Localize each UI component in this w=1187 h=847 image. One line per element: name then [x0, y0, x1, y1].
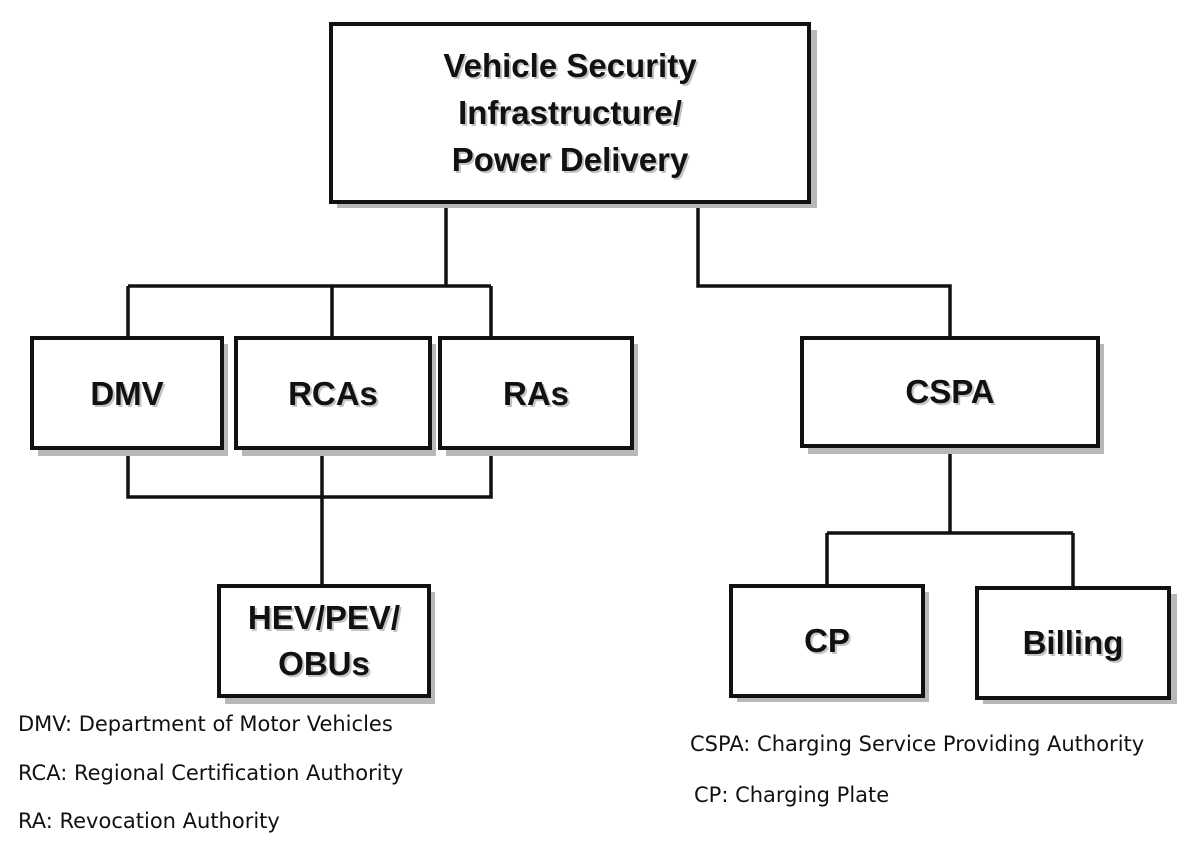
- node-root-box: [329, 22, 811, 204]
- legend-left-ra: RA: Revocation Authority: [18, 809, 280, 833]
- node-hev-line-2: OBUs: [278, 645, 370, 682]
- node-hev-box: [217, 584, 431, 698]
- node-rcas: RCAs RCAs: [234, 336, 436, 456]
- node-root-line-2: Infrastructure/: [458, 94, 682, 131]
- node-cspa-label: CSPA: [905, 373, 994, 410]
- node-rcas-label-shadow: RCAs: [290, 377, 380, 414]
- node-hev-line-2-shadow: OBUs: [280, 647, 372, 684]
- connectors: [126, 202, 1075, 588]
- legend-left-dmv: DMV: Department of Motor Vehicles: [18, 712, 393, 736]
- node-dmv-label: DMV: [90, 375, 163, 412]
- node-billing: Billing Billing: [975, 586, 1177, 704]
- node-cspa: CSPA CSPA: [800, 336, 1104, 454]
- legend-left: DMV: Department of Motor Vehicles RCA: R…: [18, 712, 403, 833]
- node-dmv: DMV DMV: [30, 336, 228, 456]
- node-root: Vehicle Security Vehicle Security Infras…: [329, 22, 817, 208]
- node-root-line-2-shadow: Infrastructure/: [460, 96, 684, 133]
- node-hev-line-1-shadow: HEV/PEV/: [250, 601, 402, 638]
- legend-right-cp: CP: Charging Plate: [694, 783, 889, 807]
- legend-right: CSPA: Charging Service Providing Authori…: [690, 732, 1144, 807]
- node-root-line-3: Power Delivery: [452, 141, 689, 178]
- edge-lower-bus: [126, 450, 493, 499]
- node-ras: RAs RAs: [438, 336, 638, 456]
- node-rcas-box: [234, 336, 432, 450]
- legend-right-cspa: CSPA: Charging Service Providing Authori…: [690, 732, 1144, 756]
- node-cp-box: [729, 584, 925, 698]
- node-hev-line-1: HEV/PEV/: [248, 599, 400, 636]
- node-ras-label: RAs: [503, 375, 569, 412]
- node-root-line-1-shadow: Vehicle Security: [445, 49, 699, 86]
- node-ras-label-shadow: RAs: [505, 377, 571, 414]
- node-cp-label-shadow: CP: [806, 624, 852, 661]
- node-cspa-box: [800, 336, 1100, 448]
- node-ras-box: [438, 336, 634, 450]
- node-cp-label: CP: [804, 622, 850, 659]
- node-hev: HEV/PEV/ HEV/PEV/ OBUs OBUs: [217, 584, 435, 704]
- node-root-line-1: Vehicle Security: [443, 47, 697, 84]
- node-billing-label-shadow: Billing: [1025, 626, 1126, 663]
- node-dmv-box: [30, 336, 224, 450]
- node-cspa-label-shadow: CSPA: [907, 375, 996, 412]
- node-billing-label: Billing: [1023, 624, 1124, 661]
- legend-left-rca: RCA: Regional Certification Authority: [18, 761, 403, 785]
- node-dmv-label-shadow: DMV: [92, 377, 165, 414]
- node-root-line-3-shadow: Power Delivery: [454, 143, 691, 180]
- edge-root-to-cspa: [696, 202, 952, 338]
- node-billing-box: [975, 586, 1171, 700]
- node-rcas-label: RCAs: [288, 375, 378, 412]
- node-cp: CP CP: [729, 584, 929, 702]
